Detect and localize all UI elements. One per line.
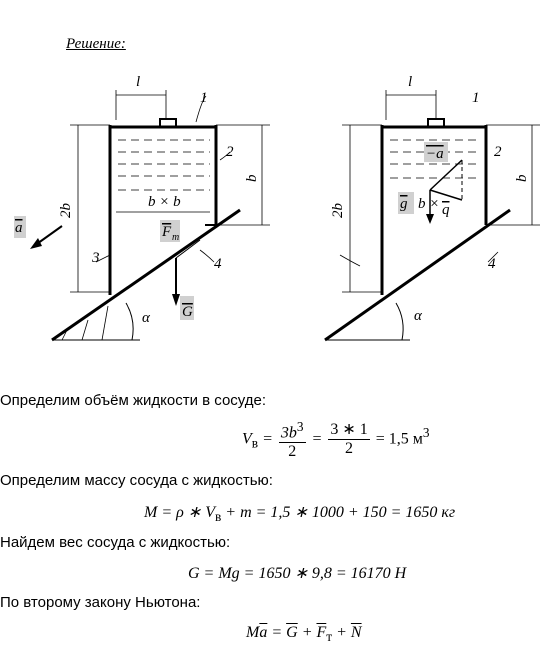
left-label-bxb: b × b xyxy=(148,194,181,210)
left-label-Ft: F xyxy=(161,224,172,240)
right-label-1: 1 xyxy=(472,90,480,106)
left-label-4: 4 xyxy=(214,256,222,272)
para-mass: Определим массу сосуда с жидкостью: xyxy=(0,472,273,489)
solution-heading: Решение: xyxy=(66,36,126,52)
left-label-Ft-sub: т xyxy=(172,232,179,243)
right-diagram xyxy=(324,90,540,342)
para-volume: Определим объём жидкости в сосуде: xyxy=(0,392,267,409)
right-label-2: 2 xyxy=(494,144,502,160)
left-diagram xyxy=(30,90,270,342)
right-label-alpha: α xyxy=(414,308,423,324)
incline-plane xyxy=(51,208,241,342)
right-label-q: q xyxy=(442,202,450,218)
eq-newton: Ma = G + Fт + N xyxy=(246,624,362,645)
left-label-alpha: α xyxy=(142,310,151,326)
right-label-l: l xyxy=(408,74,412,90)
right-label-neg-a: −a xyxy=(426,146,444,162)
left-label-G: G xyxy=(182,304,193,320)
left-label-3: 3 xyxy=(91,250,100,266)
eq-weight: G = Mg = 1650 ∗ 9,8 = 16170 H xyxy=(188,565,407,582)
left-label-b: b xyxy=(244,174,260,182)
left-label-1: 1 xyxy=(200,90,208,106)
right-label-2b: 2b xyxy=(330,203,346,219)
left-label-2: 2 xyxy=(226,144,234,160)
right-label-4: 4 xyxy=(488,256,496,272)
left-label-2b: 2b xyxy=(58,203,74,219)
left-label-a: a xyxy=(15,220,23,236)
right-label-bx: b × xyxy=(418,196,439,212)
eq-mass: M = ρ ∗ Vв + m = 1,5 ∗ 1000 + 150 = 1650… xyxy=(144,504,456,525)
right-label-b: b xyxy=(514,174,530,182)
left-label-l: l xyxy=(136,74,140,90)
para-weight: Найдем вес сосуда с жидкостью: xyxy=(0,534,231,551)
vessel-figure: l 1 2 3 4 2b b b × b a F т G α xyxy=(14,74,540,342)
para-newton: По второму закону Ньютона: xyxy=(0,594,201,611)
right-label-g: g xyxy=(400,196,408,212)
